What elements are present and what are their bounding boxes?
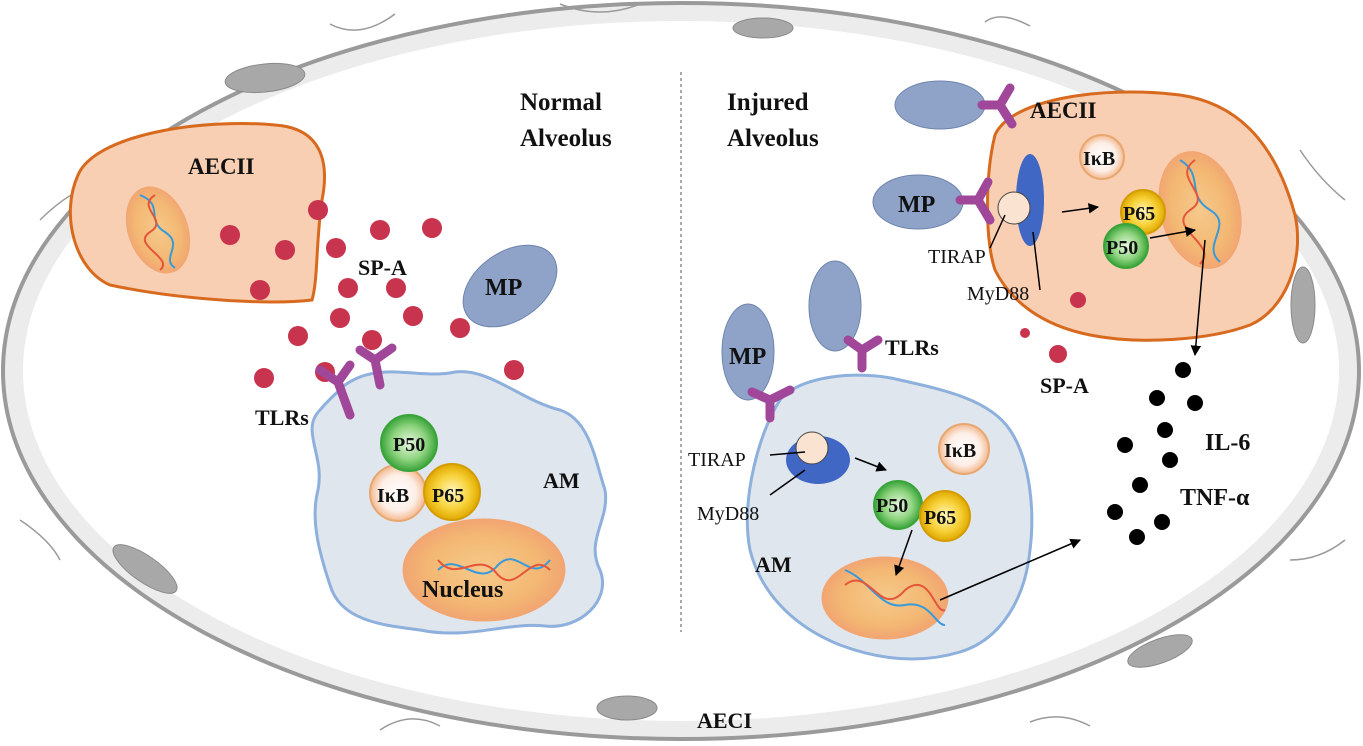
p50-protein-left <box>380 414 438 472</box>
tirap-top-label: TIRAP <box>928 246 986 268</box>
mp-right-top-label: MP <box>898 192 935 218</box>
p50-aecii-label: P50 <box>1106 237 1138 259</box>
tlr-receptor <box>977 83 1017 129</box>
tirap-protein-am <box>795 431 829 465</box>
aecii-right-nucleus <box>1158 151 1242 269</box>
pathway-arrows <box>769 203 1206 601</box>
myd88-top-label: MyD88 <box>967 283 1029 305</box>
p65-am-label: P65 <box>924 507 956 529</box>
ikb-protein-aecii <box>1079 134 1125 180</box>
ikb-aecii-label: IκB <box>1083 148 1115 170</box>
dna-icon <box>437 558 551 582</box>
aeci-nuclei <box>112 17 1316 721</box>
injured-title-line1: Injured <box>727 89 809 116</box>
tlr-receptor <box>843 335 883 373</box>
am-right-label: AM <box>755 552 792 577</box>
p50-protein-aecii <box>1103 223 1149 269</box>
ikb-am-label: IκB <box>944 440 976 462</box>
p65-protein-am <box>919 490 971 542</box>
p65-aecii-label: P65 <box>1123 203 1155 225</box>
il6-label: IL-6 <box>1205 430 1250 456</box>
aecii-right-label: AECII <box>1030 98 1097 123</box>
dna-icon <box>139 194 176 271</box>
p50-am-label: P50 <box>876 495 908 517</box>
spa-dots-left <box>220 200 524 388</box>
mp-right-bottom <box>721 303 775 401</box>
myd88-protein-top <box>1016 154 1044 246</box>
tlr-receptor <box>747 385 795 423</box>
p65-protein-left <box>423 463 481 521</box>
dna-icon <box>844 569 946 626</box>
mp-right-top <box>894 80 986 130</box>
tnfa-label: TNF-α <box>1180 485 1250 511</box>
aecii-left-nucleus <box>125 186 191 274</box>
ikb-left-label: IκB <box>377 485 409 507</box>
labels: Normal Alveolus Injured Alveolus AECII A… <box>188 89 1250 733</box>
aecii-left-label: AECII <box>188 154 255 179</box>
spa-dots-right <box>1020 292 1086 363</box>
mp-left-label: MP <box>485 275 522 301</box>
nucleus-label: Nucleus <box>422 577 503 603</box>
tirap-am-label: TIRAP <box>688 449 746 471</box>
p50-left-label: P50 <box>393 434 425 456</box>
mp-left <box>462 244 558 328</box>
cytokine-dots <box>1107 362 1203 545</box>
p65-left-label: P65 <box>432 485 464 507</box>
spa-right-label: SP-A <box>1040 373 1089 398</box>
normal-title-line2: Alveolus <box>520 125 612 152</box>
tirap-protein-top <box>997 191 1031 225</box>
spa-left-label: SP-A <box>358 255 407 280</box>
injured-title-line2: Alveolus <box>727 125 819 152</box>
aeci-label: AECI <box>697 708 752 733</box>
ikb-protein-am <box>938 423 990 475</box>
tlr-receptor <box>955 177 995 225</box>
tlrs-left-label: TLRs <box>255 405 309 430</box>
tlr-receptors-left <box>315 343 397 420</box>
mp-right-bottom-label: MP <box>729 344 766 370</box>
dna-icon <box>1179 159 1221 265</box>
normal-title-line1: Normal <box>520 89 602 116</box>
myd88-am-label: MyD88 <box>697 503 759 525</box>
tlrs-right-label: TLRs <box>885 335 939 360</box>
am-left-label: AM <box>543 468 580 493</box>
aecii-cell-left <box>68 121 326 304</box>
nucleus-left <box>402 518 566 622</box>
mp-right-above-am <box>808 260 862 352</box>
